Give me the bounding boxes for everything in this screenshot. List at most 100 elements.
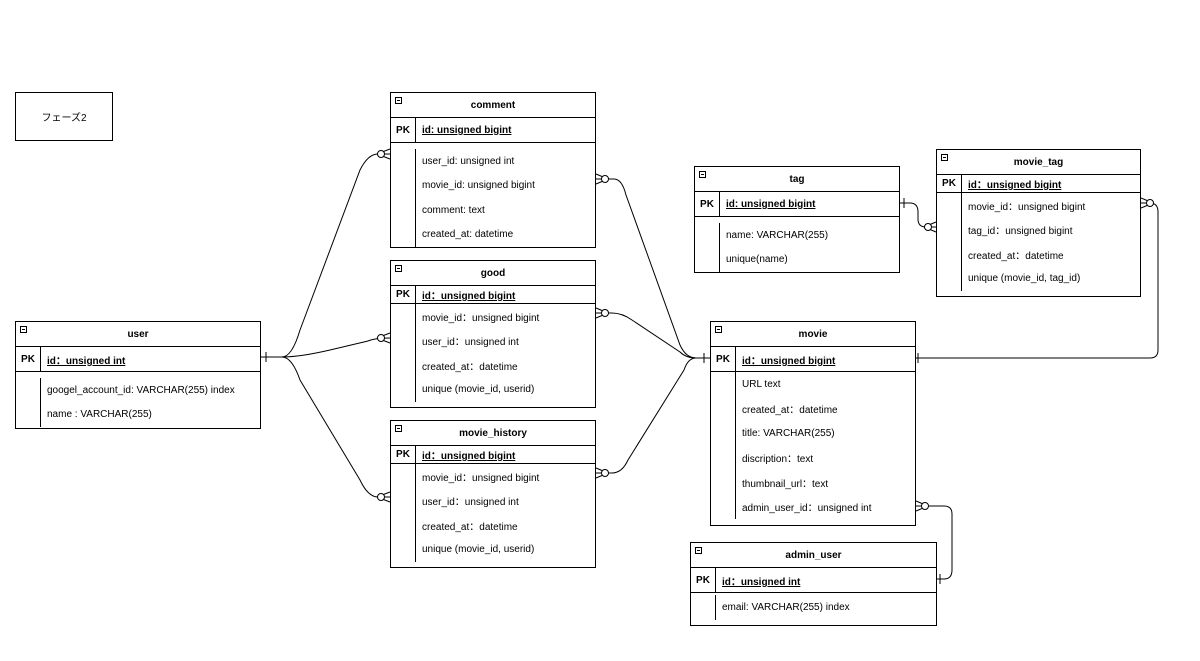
entity-title: movie_tag bbox=[1013, 156, 1064, 168]
collapse-icon[interactable] bbox=[695, 547, 702, 554]
attribute-list: email: VARCHAR(255) index bbox=[691, 593, 936, 626]
relation-good-movie bbox=[596, 312, 710, 359]
attribute-row: movie_id: unsigned bigint bbox=[422, 180, 535, 192]
entity-header: comment bbox=[391, 93, 595, 118]
attribute-row: created_at：datetime bbox=[422, 361, 518, 373]
many-marker bbox=[376, 148, 391, 160]
primary-key-row: PK id：unsigned bigint bbox=[391, 286, 595, 304]
attribute-list: movie_id：unsigned bigint tag_id：unsigned… bbox=[937, 193, 1140, 297]
pk-label: PK bbox=[691, 568, 716, 592]
attribute-row: movie_id：unsigned bigint bbox=[422, 472, 540, 484]
attribute-row: movie_id：unsigned bigint bbox=[422, 312, 540, 324]
attribute-list: URL text created_at：datetime title: VARC… bbox=[711, 372, 915, 525]
pk-label: PK bbox=[937, 175, 962, 192]
primary-key-row: PK id：unsigned bigint bbox=[937, 175, 1140, 193]
primary-key-row: PK id: unsigned bigint bbox=[391, 118, 595, 143]
attribute-list: movie_id：unsigned bigint user_id：unsigne… bbox=[391, 464, 595, 568]
many-marker bbox=[1140, 197, 1154, 209]
attribute-row: thumbnail_url：text bbox=[742, 478, 829, 490]
attribute-row: name : VARCHAR(255) bbox=[47, 409, 152, 421]
entity-header: user bbox=[16, 322, 260, 347]
attribute-row: title: VARCHAR(255) bbox=[742, 427, 835, 439]
entity-header: movie_tag bbox=[937, 150, 1140, 175]
entity-user[interactable]: user PK id：unsigned int googel_account_i… bbox=[15, 321, 261, 429]
relation-user-good bbox=[261, 337, 391, 358]
pk-label: PK bbox=[16, 347, 41, 371]
many-marker bbox=[376, 491, 391, 503]
attribute-row: discription：text bbox=[742, 454, 814, 466]
pk-field: id: unsigned bigint bbox=[726, 198, 816, 210]
entity-movie-history[interactable]: movie_history PK id：unsigned bigint movi… bbox=[390, 420, 596, 568]
collapse-icon[interactable] bbox=[395, 97, 402, 104]
entity-good[interactable]: good PK id：unsigned bigint movie_id：unsi… bbox=[390, 260, 596, 408]
many-marker bbox=[595, 307, 609, 319]
entity-title: admin_user bbox=[785, 549, 842, 561]
pk-label: PK bbox=[391, 286, 416, 303]
pk-field: id：unsigned int bbox=[722, 576, 801, 588]
attribute-list: movie_id：unsigned bigint user_id：unsigne… bbox=[391, 304, 595, 408]
entity-title: comment bbox=[470, 99, 516, 111]
entity-admin-user[interactable]: admin_user PK id：unsigned int email: VAR… bbox=[690, 542, 937, 626]
collapse-icon[interactable] bbox=[20, 326, 27, 333]
attribute-row: name: VARCHAR(255) bbox=[726, 229, 829, 241]
collapse-icon[interactable] bbox=[715, 326, 722, 333]
zero-marker bbox=[921, 502, 929, 510]
attribute-row: unique (movie_id, userid) bbox=[422, 384, 535, 396]
attribute-row: admin_user_id：unsigned int bbox=[742, 503, 872, 515]
attribute-row: comment: text bbox=[422, 204, 485, 216]
pk-label: PK bbox=[391, 118, 416, 142]
attribute-row: created_at：datetime bbox=[742, 405, 838, 417]
attribute-list: name: VARCHAR(255) unique(name) bbox=[695, 217, 899, 278]
attribute-row: user_id：unsigned int bbox=[422, 337, 519, 349]
attribute-row: googel_account_id: VARCHAR(255) index bbox=[47, 384, 235, 396]
attribute-row: URL text bbox=[742, 378, 781, 390]
pk-label: PK bbox=[391, 446, 416, 463]
primary-key-row: PK id：unsigned bigint bbox=[391, 446, 595, 464]
attribute-row: user_id：unsigned int bbox=[422, 497, 519, 509]
entity-title: user bbox=[127, 328, 149, 340]
attribute-row: created_at：datetime bbox=[422, 521, 518, 533]
attribute-row: tag_id：unsigned bigint bbox=[968, 226, 1073, 238]
entity-title: tag bbox=[789, 173, 805, 185]
entity-tag[interactable]: tag PK id: unsigned bigint name: VARCHAR… bbox=[694, 166, 900, 273]
collapse-icon[interactable] bbox=[395, 425, 402, 432]
primary-key-row: PK id: unsigned bigint bbox=[695, 192, 899, 217]
attribute-row: email: VARCHAR(255) index bbox=[722, 601, 850, 613]
zero-marker bbox=[377, 150, 385, 158]
entity-header: movie_history bbox=[391, 421, 595, 446]
entity-title: movie_history bbox=[459, 427, 527, 439]
attribute-row: created_at: datetime bbox=[422, 229, 514, 241]
pk-field: id：unsigned bigint bbox=[422, 451, 516, 462]
pk-label: PK bbox=[711, 347, 736, 371]
many-marker bbox=[595, 173, 609, 185]
zero-marker bbox=[601, 469, 609, 477]
attribute-row: unique(name) bbox=[726, 254, 788, 266]
attribute-list: user_id: unsigned int movie_id: unsigned… bbox=[391, 143, 595, 253]
primary-key-row: PK id：unsigned int bbox=[16, 347, 260, 372]
entity-movie[interactable]: movie PK id：unsigned bigint URL text cre… bbox=[710, 321, 916, 526]
phase-note[interactable]: フェーズ2 bbox=[15, 92, 113, 141]
many-marker bbox=[376, 332, 391, 344]
relation-user-movie-history bbox=[261, 356, 390, 498]
zero-marker bbox=[601, 309, 609, 317]
zero-marker bbox=[601, 175, 609, 183]
zero-marker bbox=[1146, 199, 1154, 207]
collapse-icon[interactable] bbox=[699, 171, 706, 178]
entity-movie-tag[interactable]: movie_tag PK id：unsigned bigint movie_id… bbox=[936, 149, 1141, 297]
primary-key-row: PK id：unsigned bigint bbox=[711, 347, 915, 372]
attribute-list: googel_account_id: VARCHAR(255) index na… bbox=[16, 372, 260, 433]
zero-marker bbox=[377, 493, 385, 501]
collapse-icon[interactable] bbox=[395, 265, 402, 272]
many-marker bbox=[595, 467, 609, 479]
zero-marker bbox=[924, 223, 932, 231]
collapse-icon[interactable] bbox=[941, 154, 948, 161]
relation-comment-movie bbox=[596, 178, 710, 359]
attribute-row: unique (movie_id, tag_id) bbox=[968, 273, 1081, 285]
pk-field: id：unsigned int bbox=[47, 355, 126, 367]
primary-key-row: PK id：unsigned int bbox=[691, 568, 936, 593]
phase-note-text: フェーズ2 bbox=[41, 113, 87, 124]
pk-field: id: unsigned bigint bbox=[422, 124, 512, 136]
attribute-row: movie_id：unsigned bigint bbox=[968, 201, 1086, 213]
many-marker bbox=[923, 221, 937, 233]
entity-comment[interactable]: comment PK id: unsigned bigint user_id: … bbox=[390, 92, 596, 248]
